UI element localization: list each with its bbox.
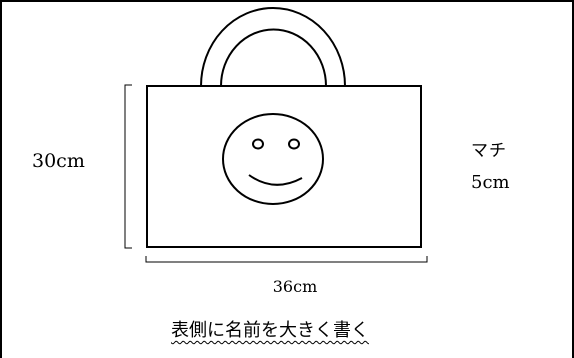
mouth bbox=[248, 174, 303, 186]
width-bracket bbox=[145, 256, 428, 263]
left-eye bbox=[252, 138, 264, 150]
width-label: 36cm bbox=[272, 277, 318, 296]
gusset-value: 5cm bbox=[471, 172, 510, 193]
instruction-text: 表側に名前を大きく書く bbox=[171, 320, 369, 341]
handle-outer-arc bbox=[200, 7, 346, 87]
gusset-label: マチ bbox=[471, 141, 507, 161]
handle-inner-arc bbox=[220, 28, 327, 87]
right-eye bbox=[288, 138, 300, 150]
face-outline bbox=[222, 113, 324, 205]
bag-body bbox=[146, 85, 422, 248]
height-label: 30cm bbox=[32, 150, 85, 172]
bag-handle-icon bbox=[200, 7, 346, 87]
height-bracket bbox=[124, 84, 132, 249]
smiley-face-icon bbox=[222, 113, 324, 205]
